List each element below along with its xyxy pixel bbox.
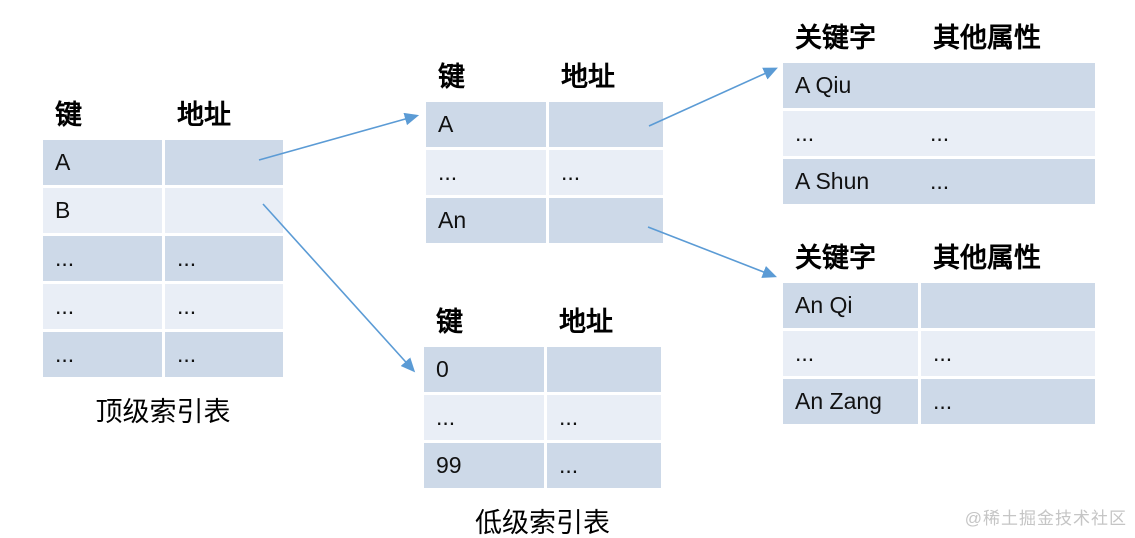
column-header: 地址 bbox=[561, 62, 615, 92]
table-row: ... ... bbox=[783, 111, 1095, 156]
arrow-mid-A-to-data-block-a bbox=[648, 67, 778, 127]
table-cell: A Shun bbox=[783, 159, 918, 204]
table-cell bbox=[921, 283, 1095, 328]
table-cell bbox=[549, 198, 663, 243]
table-row: ... ... bbox=[783, 331, 1095, 376]
column-header: 地址 bbox=[559, 307, 613, 337]
low-level-index-table: 键 地址 0 ... ... 99 ... 低级索引表 bbox=[424, 307, 661, 538]
table-cell bbox=[918, 63, 1095, 108]
top-level-index-caption: 顶级索引表 bbox=[95, 397, 231, 427]
table-cell: An Zang bbox=[783, 379, 918, 424]
mid-level-index-table: 键 地址 A ... ... An bbox=[426, 62, 663, 246]
table-row: An Qi bbox=[783, 283, 1095, 328]
table-row: An Zang ... bbox=[783, 379, 1095, 424]
table-cell: An Qi bbox=[783, 283, 918, 328]
table-cell: ... bbox=[918, 111, 1095, 156]
table-cell bbox=[165, 188, 283, 233]
arrow-mid-An-to-data-block-an bbox=[647, 226, 777, 278]
table-row: A Qiu bbox=[783, 63, 1095, 108]
table-cell: B bbox=[43, 188, 162, 233]
table-header-row: 键 地址 bbox=[43, 100, 283, 140]
table-cell bbox=[549, 102, 663, 147]
table-cell: ... bbox=[424, 395, 544, 440]
table-cell: ... bbox=[43, 236, 162, 281]
column-header: 地址 bbox=[177, 100, 231, 130]
table-row: ... ... bbox=[426, 150, 663, 195]
table-cell: ... bbox=[426, 150, 546, 195]
table-cell: A bbox=[426, 102, 546, 147]
table-cell bbox=[547, 347, 661, 392]
table-cell: 99 bbox=[424, 443, 544, 488]
table-cell: ... bbox=[43, 332, 162, 377]
table-cell: ... bbox=[547, 395, 661, 440]
table-cell: A Qiu bbox=[783, 63, 918, 108]
top-level-index-table: 键 地址 A B ... ... ... ... ... ... 顶级索引表 bbox=[43, 100, 283, 429]
table-row: ... ... bbox=[43, 236, 283, 281]
column-header: 关键字 bbox=[795, 243, 876, 273]
table-row: B bbox=[43, 188, 283, 233]
column-header: 键 bbox=[55, 100, 82, 130]
table-row: ... ... bbox=[43, 284, 283, 329]
table-cell: ... bbox=[918, 159, 1095, 204]
table-cell: ... bbox=[165, 284, 283, 329]
table-row: A bbox=[43, 140, 283, 185]
table-cell bbox=[165, 140, 283, 185]
column-header: 其他属性 bbox=[933, 243, 1041, 273]
watermark: @稀土掘金技术社区 bbox=[964, 509, 1127, 528]
data-block-an-table: 关键字 其他属性 An Qi ... ... An Zang ... bbox=[783, 243, 1095, 427]
table-header-row: 关键字 其他属性 bbox=[783, 23, 1095, 63]
table-row: ... ... bbox=[43, 332, 283, 377]
table-cell: ... bbox=[921, 379, 1095, 424]
table-row: An bbox=[426, 198, 663, 243]
column-header: 键 bbox=[436, 307, 463, 337]
table-cell: ... bbox=[165, 236, 283, 281]
low-level-index-caption: 低级索引表 bbox=[475, 508, 610, 538]
table-cell: ... bbox=[783, 111, 918, 156]
table-row: A bbox=[426, 102, 663, 147]
table-cell: ... bbox=[921, 331, 1095, 376]
table-row: 99 ... bbox=[424, 443, 661, 488]
table-cell: ... bbox=[165, 332, 283, 377]
table-header-row: 键 地址 bbox=[426, 62, 663, 102]
table-cell: ... bbox=[547, 443, 661, 488]
column-header: 关键字 bbox=[795, 23, 876, 53]
table-cell: ... bbox=[783, 331, 918, 376]
column-header: 其他属性 bbox=[933, 23, 1041, 53]
table-row: ... ... bbox=[424, 395, 661, 440]
table-header-row: 关键字 其他属性 bbox=[783, 243, 1095, 283]
table-row: A Shun ... bbox=[783, 159, 1095, 204]
table-row: 0 bbox=[424, 347, 661, 392]
data-block-a-table: 关键字 其他属性 A Qiu ... ... A Shun ... bbox=[783, 23, 1095, 207]
column-header: 键 bbox=[438, 62, 465, 92]
table-cell: ... bbox=[549, 150, 663, 195]
table-cell: An bbox=[426, 198, 546, 243]
table-cell: 0 bbox=[424, 347, 544, 392]
table-cell: ... bbox=[43, 284, 162, 329]
table-cell: A bbox=[43, 140, 162, 185]
table-header-row: 键 地址 bbox=[424, 307, 661, 347]
arrow-top-B-to-low-table bbox=[262, 203, 416, 373]
